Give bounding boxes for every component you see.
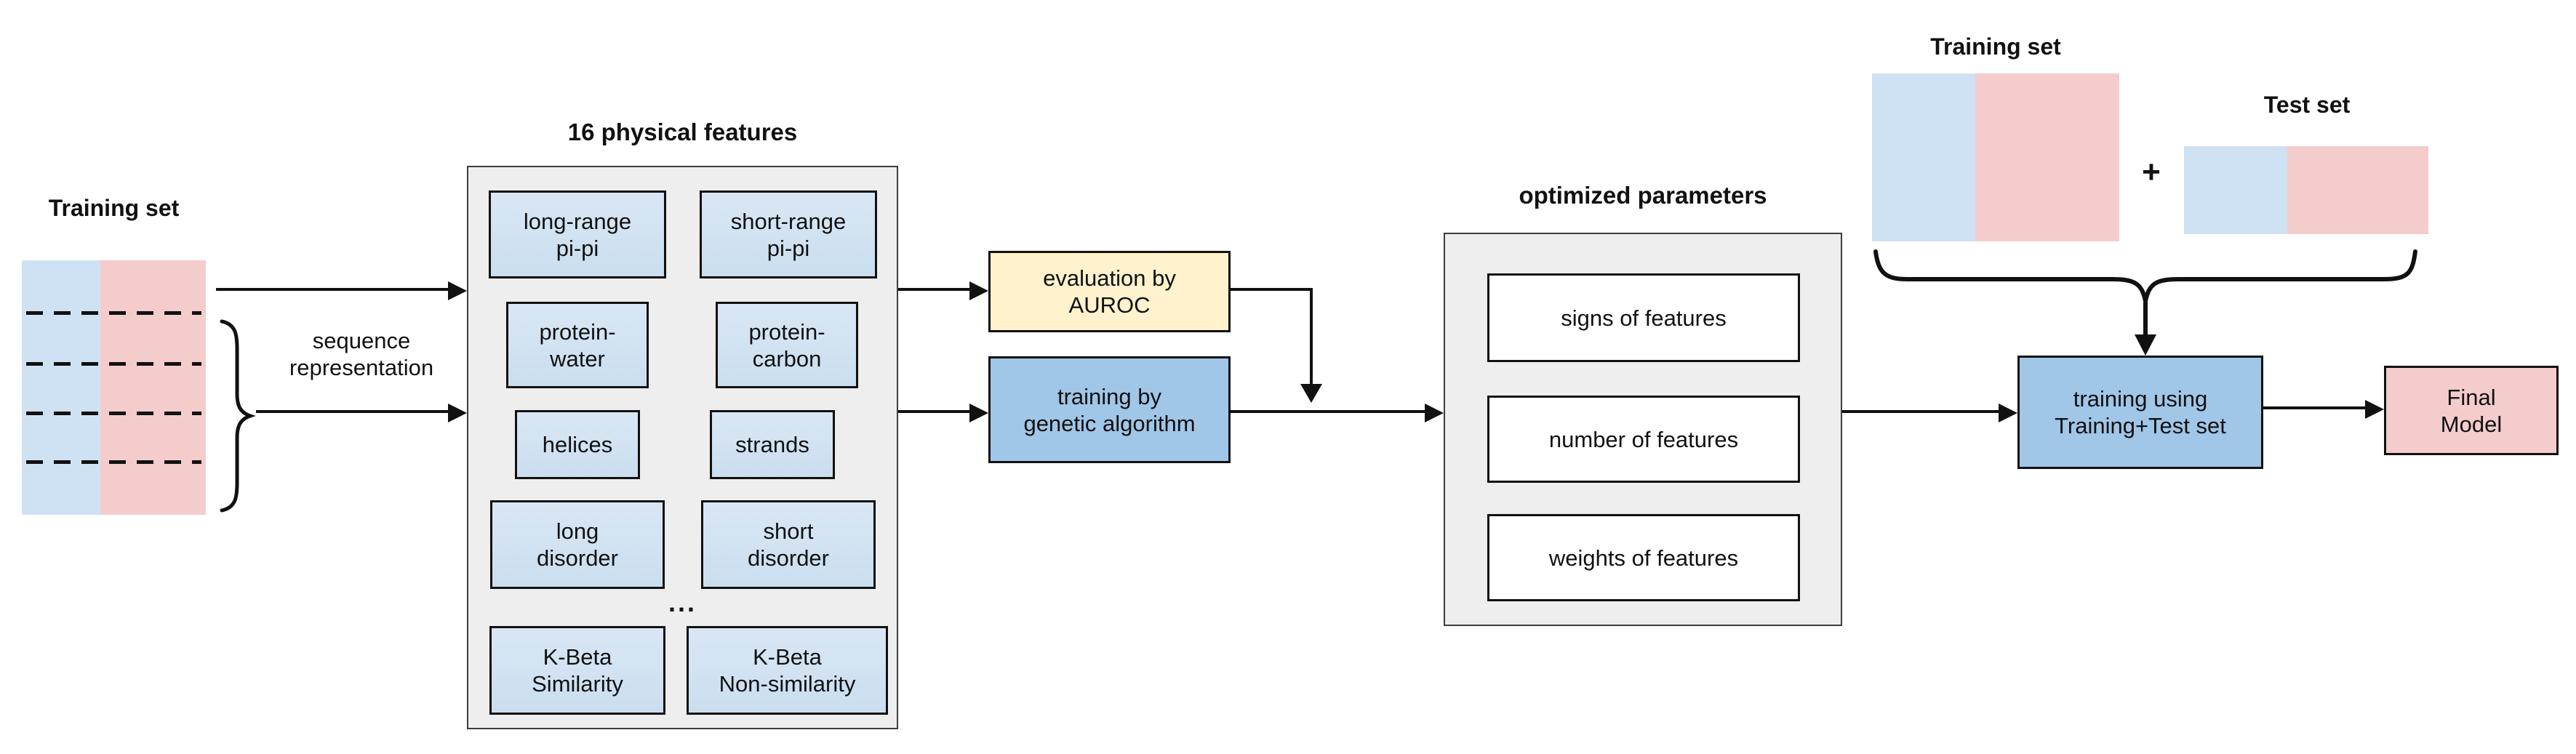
signs-of-features-box: signs of features — [1487, 273, 1800, 362]
arrow-optimized-to-finaltraining-head — [1999, 404, 2017, 422]
arrow-features-to-evaluation-line — [898, 288, 969, 291]
dashed-row-divider — [26, 311, 201, 315]
arrow-trainingset-to-features-head — [448, 281, 467, 300]
test-set-label: Test set — [2263, 92, 2351, 118]
arrow-sequence-to-features-head — [448, 404, 467, 422]
arrow-trainingset-to-features-line — [216, 288, 448, 291]
final-training-set-label: Training set — [1930, 33, 2061, 60]
test-set-positive-column — [2287, 146, 2428, 234]
final-training-set-negative-column — [1872, 73, 1975, 241]
feature-box-helices: helices — [515, 410, 640, 479]
features-ellipsis: ... — [668, 587, 697, 617]
dashed-row-divider — [26, 362, 201, 366]
optimized-parameters-panel: signs of features number of features wei… — [1444, 233, 1842, 626]
training-set-label: Training set — [48, 195, 180, 221]
plus-sign: + — [2142, 154, 2161, 190]
feature-box-protein-water: protein- water — [506, 302, 649, 388]
feedback-evaluation-line-horizontal — [1231, 288, 1313, 291]
genetic-algorithm-training-box: training by genetic algorithm — [988, 356, 1231, 463]
feature-box-protein-carbon: protein- carbon — [716, 302, 858, 388]
feature-box-long-range-pi-pi: long-range pi-pi — [489, 190, 666, 278]
sequence-representation-label: sequence representation — [289, 328, 434, 380]
feedback-evaluation-line-vertical — [1310, 288, 1313, 384]
arrow-features-to-training-head — [969, 404, 988, 422]
arrow-training-to-optimized-head — [1425, 404, 1444, 422]
brace-merge-training-test — [1873, 249, 2417, 356]
final-model-box: Final Model — [2384, 366, 2559, 455]
feature-box-short-disorder: short disorder — [701, 500, 876, 589]
arrow-features-to-training-line — [898, 410, 969, 413]
test-set-negative-column — [2184, 146, 2287, 234]
arrow-finaltraining-to-model-head — [2365, 400, 2384, 419]
feedback-evaluation-head — [1300, 384, 1322, 403]
feature-box-long-disorder: long disorder — [490, 500, 665, 589]
training-set-positive-column — [100, 260, 206, 515]
test-set-matrix — [2184, 146, 2428, 234]
optimized-parameters-title: optimized parameters — [1519, 182, 1767, 209]
feature-box-kbeta-similarity: K-Beta Similarity — [489, 626, 665, 715]
final-training-set-positive-column — [1975, 73, 2119, 241]
features-panel: long-range pi-pi short-range pi-pi prote… — [467, 166, 898, 729]
arrow-optimized-to-finaltraining-line — [1842, 410, 1999, 413]
weights-of-features-box: weights of features — [1487, 514, 1800, 601]
training-set-matrix — [22, 260, 206, 515]
evaluation-auroc-box: evaluation by AUROC — [988, 251, 1231, 332]
feature-box-short-range-pi-pi: short-range pi-pi — [700, 190, 877, 278]
brace-sequence-representation — [220, 319, 256, 513]
arrow-training-to-optimized-line — [1231, 410, 1425, 413]
dashed-row-divider — [26, 412, 201, 415]
final-training-set-matrix — [1872, 73, 2119, 241]
number-of-features-box: number of features — [1487, 396, 1800, 483]
final-training-box: training using Training+Test set — [2017, 356, 2263, 469]
arrow-sequence-to-features-line — [256, 410, 448, 413]
feature-box-kbeta-non-similarity: K-Beta Non-similarity — [687, 626, 888, 715]
feature-box-strands: strands — [710, 410, 835, 479]
training-set-negative-column — [22, 260, 100, 515]
arrow-finaltraining-to-model-line — [2263, 406, 2365, 409]
dashed-row-divider — [26, 460, 201, 464]
features-panel-title: 16 physical features — [567, 119, 798, 145]
arrow-features-to-evaluation-head — [969, 281, 988, 300]
